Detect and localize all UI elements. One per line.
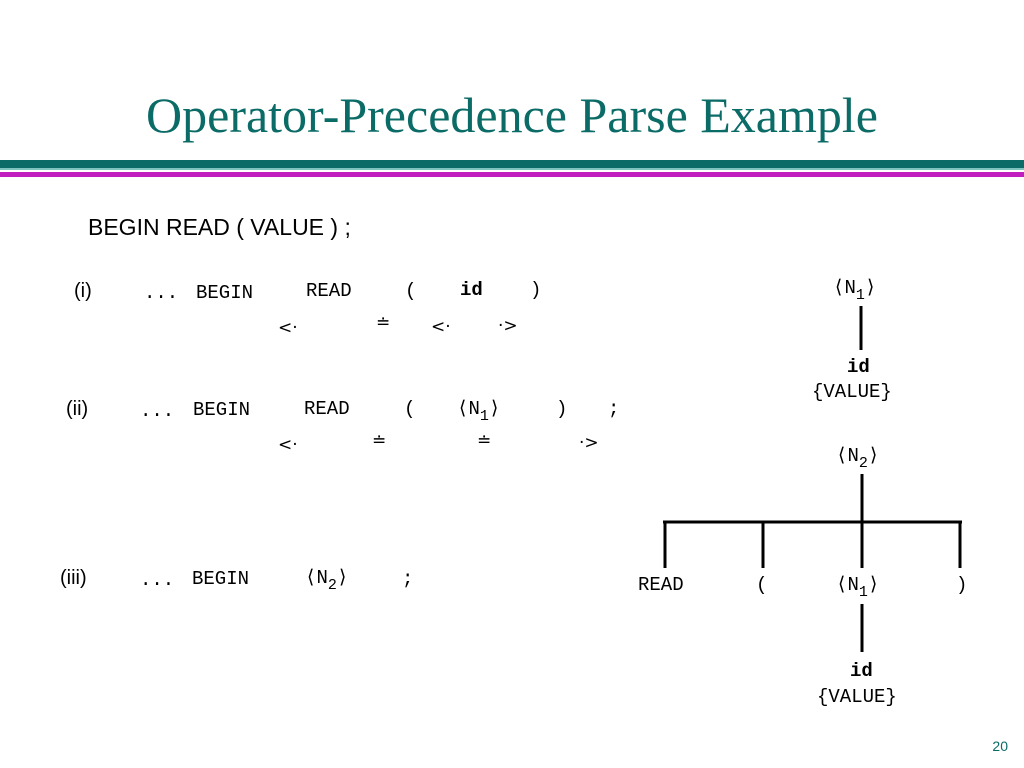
tree2-id: id xyxy=(850,660,873,682)
step-i-rel-3: <· xyxy=(431,317,451,337)
tree2-child-rparen: ) xyxy=(956,574,968,596)
n2-open: ⟨N xyxy=(305,567,328,589)
step-iii-nonterminal-n2: ⟨N2⟩ xyxy=(305,566,348,594)
step-ii-rel-3: ≐ xyxy=(477,431,492,451)
step-ii-semicolon: ; xyxy=(608,398,620,420)
source-statement: BEGIN READ ( VALUE ) ; xyxy=(88,214,351,240)
step-i-begin: BEGIN xyxy=(196,282,254,304)
step-ii-rel-4: ·> xyxy=(579,433,599,453)
tree1-root-open: ⟨N xyxy=(833,277,856,299)
step-ii-ellipsis: ... xyxy=(140,400,175,422)
page-number: 20 xyxy=(992,738,1008,754)
step-i-rel-1: <· xyxy=(278,318,298,338)
tree2-child-read: READ xyxy=(638,574,684,596)
step-ii-lparen: ( xyxy=(404,398,416,420)
tree1-value: {VALUE} xyxy=(812,381,892,403)
tree2-n1-open: ⟨N xyxy=(836,574,859,596)
n1-close: ⟩ xyxy=(488,398,501,420)
step-ii-rel-1: <· xyxy=(278,435,298,455)
tree2-root-open: ⟨N xyxy=(836,445,859,467)
tree1-id: id xyxy=(847,356,870,378)
tree2-child-lparen: ( xyxy=(756,574,768,596)
tree2-n1-close: ⟩ xyxy=(867,574,880,596)
title-rule-teal-light xyxy=(0,168,1024,170)
tree2-root-close: ⟩ xyxy=(867,445,880,467)
step-i-rel-2: ≐ xyxy=(376,313,391,333)
n1-open: ⟨N xyxy=(457,398,480,420)
slide-title: Operator-Precedence Parse Example xyxy=(146,87,878,143)
step-iii-label: (iii) xyxy=(60,567,87,589)
n2-subscript: 2 xyxy=(327,577,337,594)
n2-close: ⟩ xyxy=(336,567,349,589)
tree2-child-n1: ⟨N1⟩ xyxy=(836,573,879,601)
tree1-root-sub: 1 xyxy=(855,287,865,304)
step-iii-begin: BEGIN xyxy=(192,568,250,590)
step-i-rel-4: ·> xyxy=(498,316,518,336)
step-ii-label: (ii) xyxy=(66,398,89,420)
tree2-n1-sub: 1 xyxy=(858,584,868,601)
step-ii-nonterminal-n1: ⟨N1⟩ xyxy=(457,397,500,425)
step-i-rparen: ) xyxy=(530,279,542,301)
step-ii-rparen: ) xyxy=(556,398,568,420)
step-iii-ellipsis: ... xyxy=(140,569,175,591)
n1-subscript: 1 xyxy=(479,408,489,425)
step-iii-semicolon: ; xyxy=(402,568,414,590)
step-ii-begin: BEGIN xyxy=(193,399,251,421)
step-i-lparen: ( xyxy=(405,280,417,302)
tree2-value: {VALUE} xyxy=(817,686,897,708)
tree1-root: ⟨N1⟩ xyxy=(833,276,876,304)
step-i-id: id xyxy=(460,279,483,301)
tree2-root: ⟨N2⟩ xyxy=(836,444,879,472)
step-ii-rel-2: ≐ xyxy=(372,431,387,451)
tree1-root-close: ⟩ xyxy=(864,277,877,299)
step-ii-read: READ xyxy=(304,398,350,420)
title-rule-teal xyxy=(0,160,1024,168)
tree2-root-sub: 2 xyxy=(858,455,868,472)
title-rule-magenta xyxy=(0,172,1024,177)
step-i-read: READ xyxy=(306,280,352,302)
step-i-label: (i) xyxy=(74,280,92,302)
step-i-ellipsis: ... xyxy=(144,282,179,304)
